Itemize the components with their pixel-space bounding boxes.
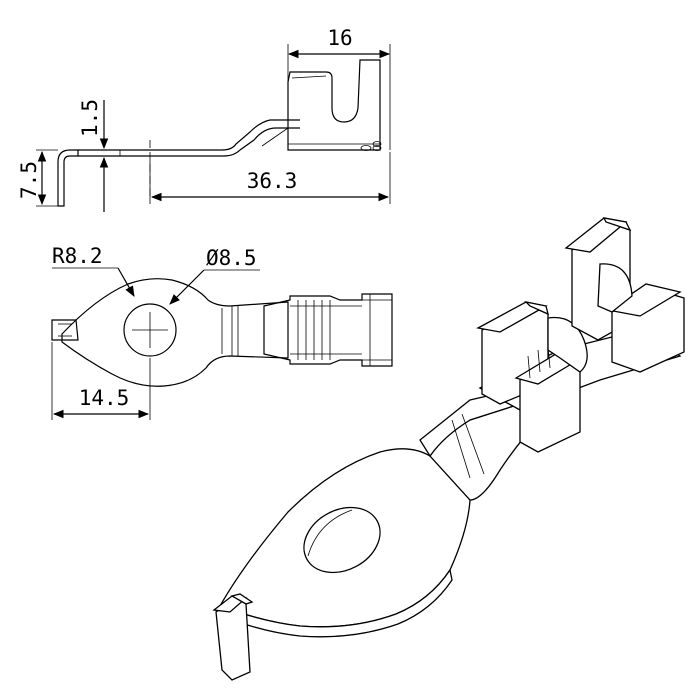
isometric-render (212, 217, 685, 681)
side-view: 16 1.5 7.5 36.3 (17, 26, 391, 212)
top-view: R8.2 Ø8.5 14.5 (51, 244, 393, 420)
dim-hole-offset: 14.5 (79, 386, 130, 410)
dim-slot-width: 16 (327, 26, 352, 50)
dim-hole-diameter: Ø8.5 (206, 246, 257, 270)
dim-thickness: 1.5 (78, 99, 102, 137)
dim-length: 36.3 (247, 169, 298, 193)
dim-height: 7.5 (17, 161, 41, 199)
dim-radius: R8.2 (52, 244, 103, 268)
